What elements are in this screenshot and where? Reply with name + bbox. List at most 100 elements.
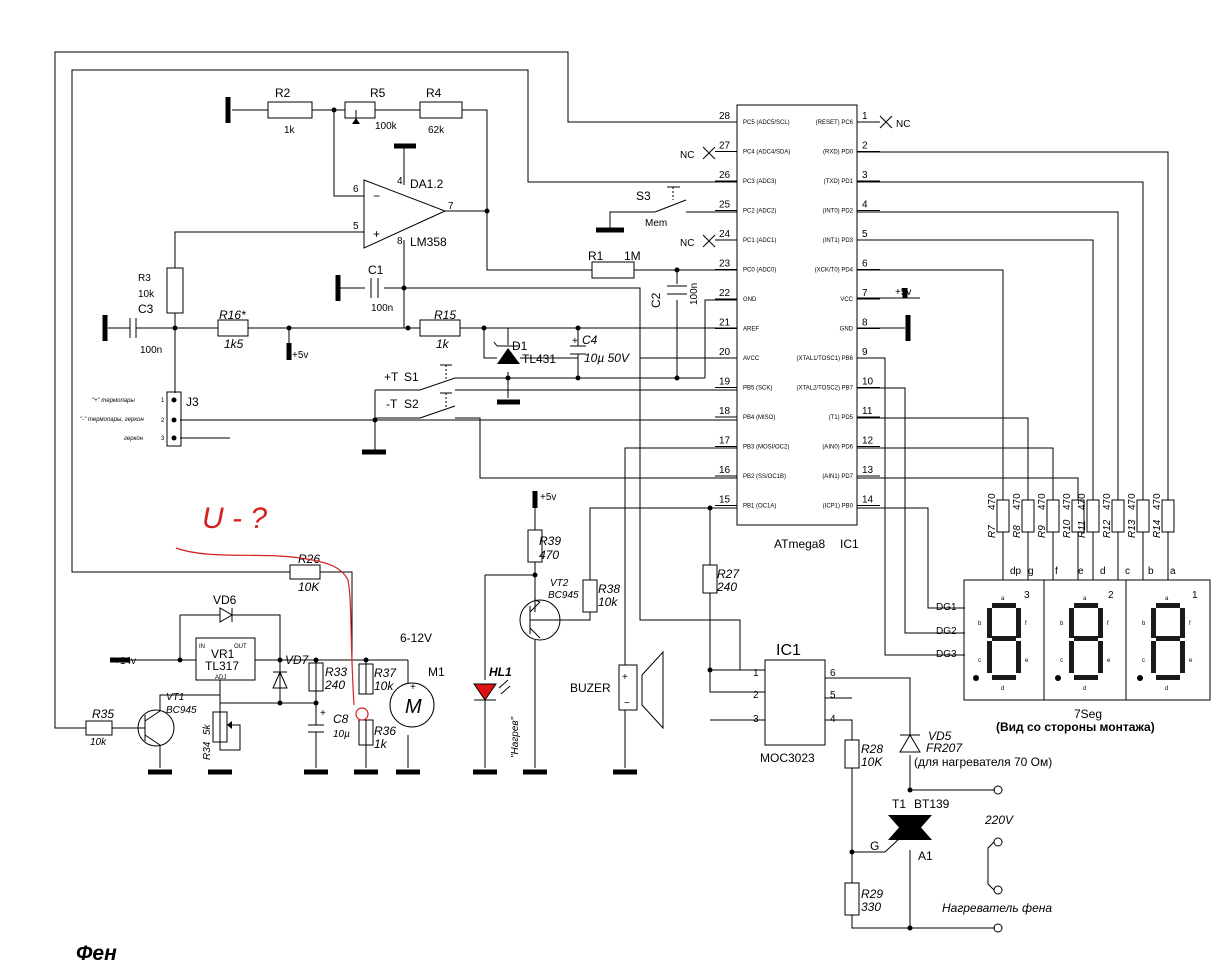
svg-text:R15: R15 [434, 308, 456, 322]
mcu-pin-label: (XTAL1/TOSC1) PB6 [797, 356, 854, 362]
seg-a [1074, 603, 1098, 608]
svg-text:1k: 1k [436, 337, 450, 351]
mcu-pin-num: 12 [862, 436, 874, 447]
r27-body [702, 564, 718, 594]
r5-body [344, 101, 376, 119]
svg-text:S1: S1 [404, 370, 419, 384]
svg-text:R38: R38 [598, 582, 620, 596]
svg-text:6: 6 [353, 184, 359, 195]
mcu-pin-label: PC0 (ADC0) [743, 268, 776, 274]
mcu-pin-num: 22 [719, 288, 731, 299]
seg-label: d [1001, 686, 1004, 692]
power-symbols: +5v +5v +5v +14v [102, 97, 920, 775]
svg-text:Нагреватель фена: Нагреватель фена [942, 901, 1052, 915]
seg-pin-label: d [1100, 566, 1106, 577]
mcu-pin-label: (ICP1) PB0 [823, 504, 854, 510]
svg-text:3: 3 [161, 436, 165, 442]
svg-text:3: 3 [1024, 590, 1030, 601]
mcu-pin-num: 25 [719, 200, 731, 211]
nc-pin24: NC [680, 238, 694, 249]
mcu-pin-num: 4 [862, 200, 868, 211]
mcu-pin-num: 7 [862, 288, 868, 299]
mcu-pin-label: (TXD) PD1 [824, 179, 854, 185]
r34-body [212, 711, 228, 743]
seg-b [1098, 608, 1103, 638]
svg-text:A1: A1 [918, 849, 933, 863]
svg-text:C4: C4 [582, 333, 598, 347]
svg-text:100n: 100n [371, 303, 393, 314]
seg-pin-label: a [1170, 566, 1176, 577]
svg-text:5: 5 [830, 690, 836, 701]
opamp-ref: DA1.2 [410, 177, 444, 191]
mcu-ref: IC1 [840, 537, 859, 551]
svg-text:(для нагревателя 70 Ом): (для нагревателя 70 Ом) [914, 755, 1052, 769]
mcu-pin-label: GND [840, 327, 854, 333]
seg-f [1151, 608, 1156, 638]
r37-body [358, 663, 374, 695]
svg-text:2: 2 [161, 418, 165, 424]
svg-text:1: 1 [161, 398, 165, 404]
seg-dp [1055, 675, 1061, 681]
mcu-pin-num: 19 [719, 377, 731, 388]
svg-text:M1: M1 [428, 665, 445, 679]
svg-text:6: 6 [830, 668, 836, 679]
mcu-pin-num: 27 [719, 141, 731, 152]
mcu-pin-label: (INT1) PD3 [823, 238, 854, 244]
seg-f [1069, 608, 1074, 638]
svg-text:1: 1 [753, 668, 759, 679]
seg-resistor-val: 470 [987, 493, 998, 510]
svg-text:+: + [572, 336, 578, 347]
svg-text:R29: R29 [861, 887, 883, 901]
seg-g [1074, 636, 1098, 641]
seg-label: a [1001, 596, 1005, 602]
seg-c [1098, 641, 1103, 673]
svg-text:R34: R34 [202, 741, 213, 760]
svg-text:OUT: OUT [234, 644, 247, 650]
seg-label: f [1025, 621, 1027, 627]
capacitors: C3 100n C1 100n C2 100n C4 10µ 50V C8 10… [129, 263, 700, 740]
svg-text:7Seg: 7Seg [1074, 707, 1102, 721]
seg-f [987, 608, 992, 638]
svg-text:10µ: 10µ [333, 729, 350, 740]
svg-text:330: 330 [861, 900, 881, 914]
svg-text:FR207: FR207 [926, 741, 963, 755]
svg-text:R5: R5 [370, 86, 386, 100]
svg-text:TL317: TL317 [205, 659, 239, 673]
opamp-minus: − [373, 189, 380, 203]
mcu-pin-num: 5 [862, 229, 868, 240]
plus5v-vt2: +5v [540, 492, 556, 503]
svg-text:C8: C8 [333, 712, 349, 726]
seg-label: c [1142, 658, 1145, 664]
s3-label: S3 [636, 189, 651, 203]
mcu-pin-label: GND [743, 297, 757, 303]
svg-text:-T: -T [386, 397, 398, 411]
r36-body [358, 719, 374, 746]
mcu-pin-label: (AIN0) PD6 [822, 445, 853, 451]
svg-text:100n: 100n [140, 345, 162, 356]
svg-text:220V: 220V [984, 813, 1014, 827]
seg-resistor [1071, 499, 1085, 533]
seg-b [1180, 608, 1185, 638]
mcu-pin-num: 16 [719, 465, 731, 476]
svg-text:10K: 10K [298, 580, 320, 594]
svg-text:1k: 1k [374, 737, 388, 751]
seg-resistor-ref: R8 [1012, 525, 1023, 538]
plus5v-mcu: +5v [895, 287, 911, 298]
svg-text:DG2: DG2 [936, 626, 957, 637]
mcu-pin-num: 8 [862, 318, 868, 329]
r29-body [844, 882, 860, 916]
seg-label: d [1083, 686, 1086, 692]
seg-resistor-ref: R7 [987, 525, 998, 538]
svg-text:M: M [405, 696, 422, 718]
seg-label: b [1060, 621, 1064, 627]
svg-text:MOC3023: MOC3023 [760, 751, 815, 765]
svg-text:R36: R36 [374, 724, 396, 738]
seg-label: b [978, 621, 982, 627]
vt2-transistor: VT2 BC945 [519, 578, 579, 641]
mcu-pin-num: 18 [719, 406, 731, 417]
seg-label: e [1189, 658, 1193, 664]
mcu-pin-label: (T1) PD5 [829, 415, 854, 421]
svg-text:6-12V: 6-12V [400, 631, 432, 645]
r35-body [85, 720, 113, 736]
